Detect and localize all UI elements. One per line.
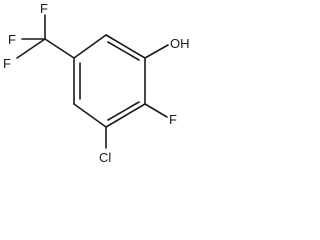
- bond-ring-bottom-right: [105, 103, 146, 128]
- label-chloro: Cl: [99, 150, 111, 165]
- bond-ring-top-left: [73, 34, 107, 59]
- label-cf3-f-left-upper: F: [8, 32, 16, 47]
- label-cf3-f-top: F: [40, 1, 48, 16]
- bond-to-cf3: [44, 38, 75, 59]
- bond-ring-top-right: [105, 34, 146, 59]
- bond-ring-bottom-left: [73, 103, 107, 128]
- label-fluoro-ring: F: [169, 112, 177, 127]
- bond-to-f-ring: [144, 103, 168, 118]
- label-hydroxyl: OH: [170, 36, 190, 51]
- molecule-structure: OH F Cl F F F: [3, 1, 190, 165]
- bond-to-oh: [144, 44, 169, 59]
- bond-cf3-f-left-lower: [16, 38, 46, 59]
- label-cf3-f-left-lower: F: [3, 56, 11, 71]
- double-bond-inner-bottom-right: [107, 101, 140, 121]
- double-bond-inner-top-right: [107, 41, 140, 61]
